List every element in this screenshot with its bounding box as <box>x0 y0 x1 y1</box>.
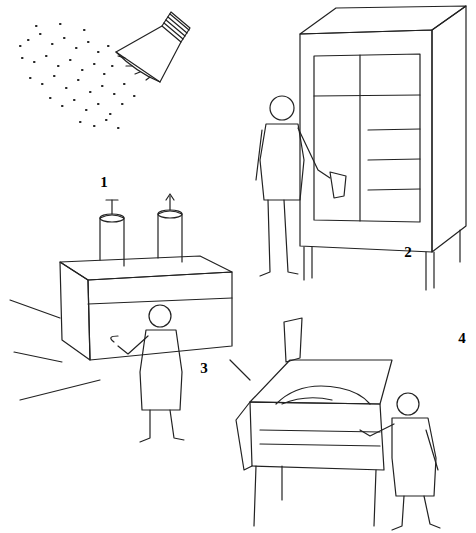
worker <box>256 96 346 276</box>
exhaust-hood <box>236 318 392 526</box>
exhaust-bench <box>60 194 232 360</box>
callout-number: 4 <box>458 331 466 346</box>
worker <box>111 305 184 442</box>
floor-lines <box>10 300 250 400</box>
particles <box>20 24 135 128</box>
callout-number: 1 <box>100 175 108 190</box>
fume-cabinet <box>300 6 466 290</box>
spray-nozzle <box>116 12 190 82</box>
worker <box>360 393 440 530</box>
callout-number: 3 <box>200 361 208 376</box>
callout-number: 2 <box>404 245 412 260</box>
